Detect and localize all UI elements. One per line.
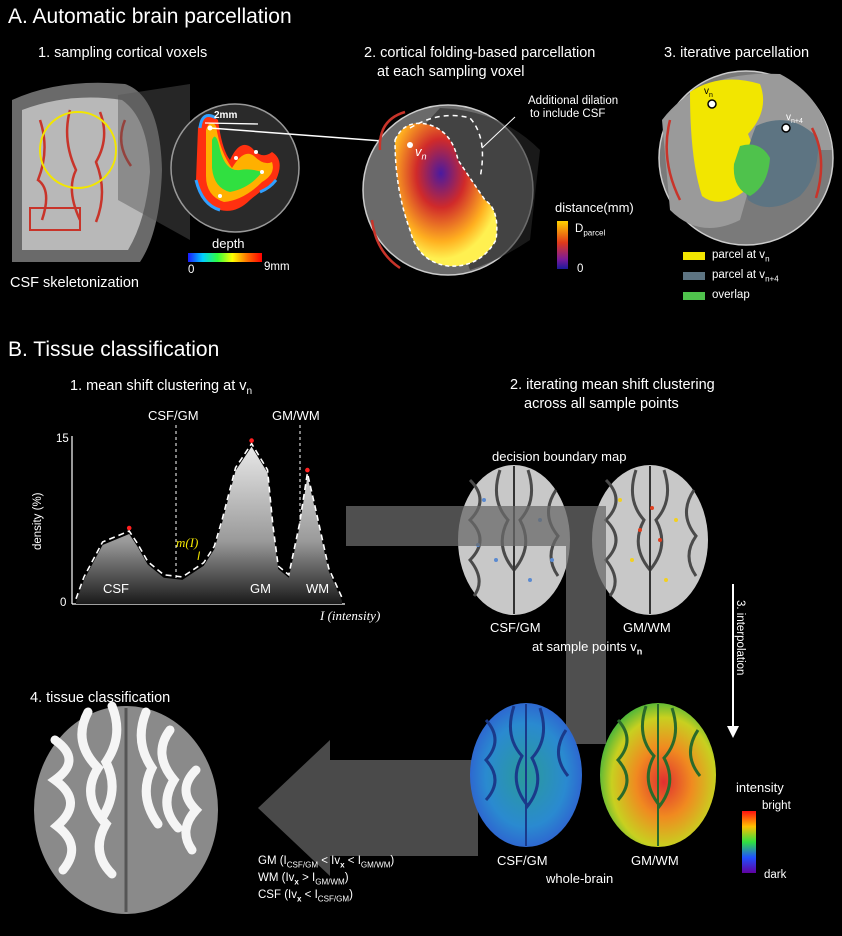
depth-min: 0 <box>188 264 195 276</box>
mode-peak-2 <box>305 467 310 473</box>
decision-map-gm-wm <box>592 465 708 615</box>
step-a1-label: 1. sampling cortical voxels <box>38 45 208 61</box>
depth-colorbar <box>188 253 262 262</box>
mean-shift-annotation: m(I) <box>176 535 199 550</box>
whole-brain-csf-gm <box>470 703 582 847</box>
mode-peak-0 <box>126 525 132 531</box>
boundary-label-csf-gm: CSF/GM <box>148 408 199 423</box>
d-parcel-label: Dparcel <box>575 223 606 238</box>
whole-label-csf-gm: CSF/GM <box>497 853 548 868</box>
intensity-dark: dark <box>764 869 787 881</box>
map-label-gm-wm: GM/WM <box>623 620 671 635</box>
y-axis-label: density (%) <box>32 492 44 550</box>
whole-brain-gm-wm <box>600 703 716 847</box>
rule-gm: GM (ICSF/GM < Ivx < IGM/WM) <box>258 855 395 870</box>
x-axis-label: I (intensity) <box>320 608 381 623</box>
interpolation-label: 3. interpolation <box>734 600 746 676</box>
link-arrow-line <box>209 127 409 144</box>
legend-swatch-slate <box>683 272 705 280</box>
mean-shift-path <box>75 442 343 600</box>
region-gm: GM <box>250 581 271 596</box>
section-b-title: B. Tissue classification <box>8 338 220 361</box>
legend-parcel-vn4: parcel at vn+4 <box>712 269 779 284</box>
histogram-chart <box>71 425 345 605</box>
legend-overlap: overlap <box>712 289 750 301</box>
intensity-bright: bright <box>762 800 791 812</box>
vn-label-iter: vn <box>704 86 713 99</box>
rule-csf: CSF (Ivx < ICSF/GM) <box>258 889 353 904</box>
depth-title: depth <box>212 236 245 251</box>
legend-swatch-yellow <box>683 252 705 260</box>
step-a2-label-2: at each sampling voxel <box>377 64 525 80</box>
intensity-colorbar <box>742 811 756 873</box>
iterative-zoom-circle <box>658 70 834 246</box>
step-b4-label: 4. tissue classification <box>30 690 171 706</box>
region-wm: WM <box>306 581 330 596</box>
region-csf: CSF <box>103 581 129 596</box>
rule-wm: WM (Ivx > IGM/WM) <box>258 872 349 887</box>
vn-label: vn <box>415 144 427 162</box>
density-area <box>76 446 342 604</box>
y-tick-15: 15 <box>56 433 69 445</box>
legend-swatch-green <box>683 292 705 300</box>
interp-arrow-head <box>727 726 739 738</box>
step-a3-label: 3. iterative parcellation <box>664 45 810 61</box>
whole-label-gm-wm: GM/WM <box>631 853 679 868</box>
step-a2-label-1: 2. cortical folding-based parcellation <box>364 45 596 61</box>
scale-bar-label: 2mm <box>214 110 238 121</box>
vn4-label-iter: vn+4 <box>786 112 803 125</box>
step-b1-label: 1. mean shift clustering at vn <box>70 378 253 397</box>
whole-brain-label: whole-brain <box>546 871 614 886</box>
dilation-note-1: Additional dilation <box>528 95 619 107</box>
parcel-zoom-circle <box>362 104 540 276</box>
map-label-csf-gm: CSF/GM <box>490 620 541 635</box>
scale-bar-line <box>204 122 259 125</box>
depth-max: 9mm <box>264 261 290 273</box>
legend-parcel-vn: parcel at vn <box>712 249 770 264</box>
big-left-arrow <box>258 740 478 876</box>
mode-peak-1 <box>249 438 254 443</box>
distance-min: 0 <box>577 263 584 275</box>
flow-band <box>346 506 606 744</box>
decision-map-title: decision boundary map <box>492 449 627 464</box>
csf-skeleton-label: CSF skeletonization <box>10 275 139 291</box>
tissue-classification-brain <box>34 701 218 914</box>
boundary-label-gm-wm: GM/WM <box>272 408 320 423</box>
y-tick-0: 0 <box>60 597 67 609</box>
dilation-note-2: to include CSF <box>530 108 606 120</box>
mri-coronal-slice <box>12 82 190 262</box>
sample-points-label: at sample points vn <box>532 639 643 657</box>
intensity-annotation: I <box>197 551 201 563</box>
section-a-title: A. Automatic brain parcellation <box>8 5 292 28</box>
intensity-title: intensity <box>736 780 784 795</box>
step-b2-label-2: across all sample points <box>524 396 679 412</box>
step-b2-label-1: 2. iterating mean shift clustering <box>510 377 715 393</box>
distance-colorbar <box>557 221 568 269</box>
distance-title: distance(mm) <box>555 200 634 215</box>
